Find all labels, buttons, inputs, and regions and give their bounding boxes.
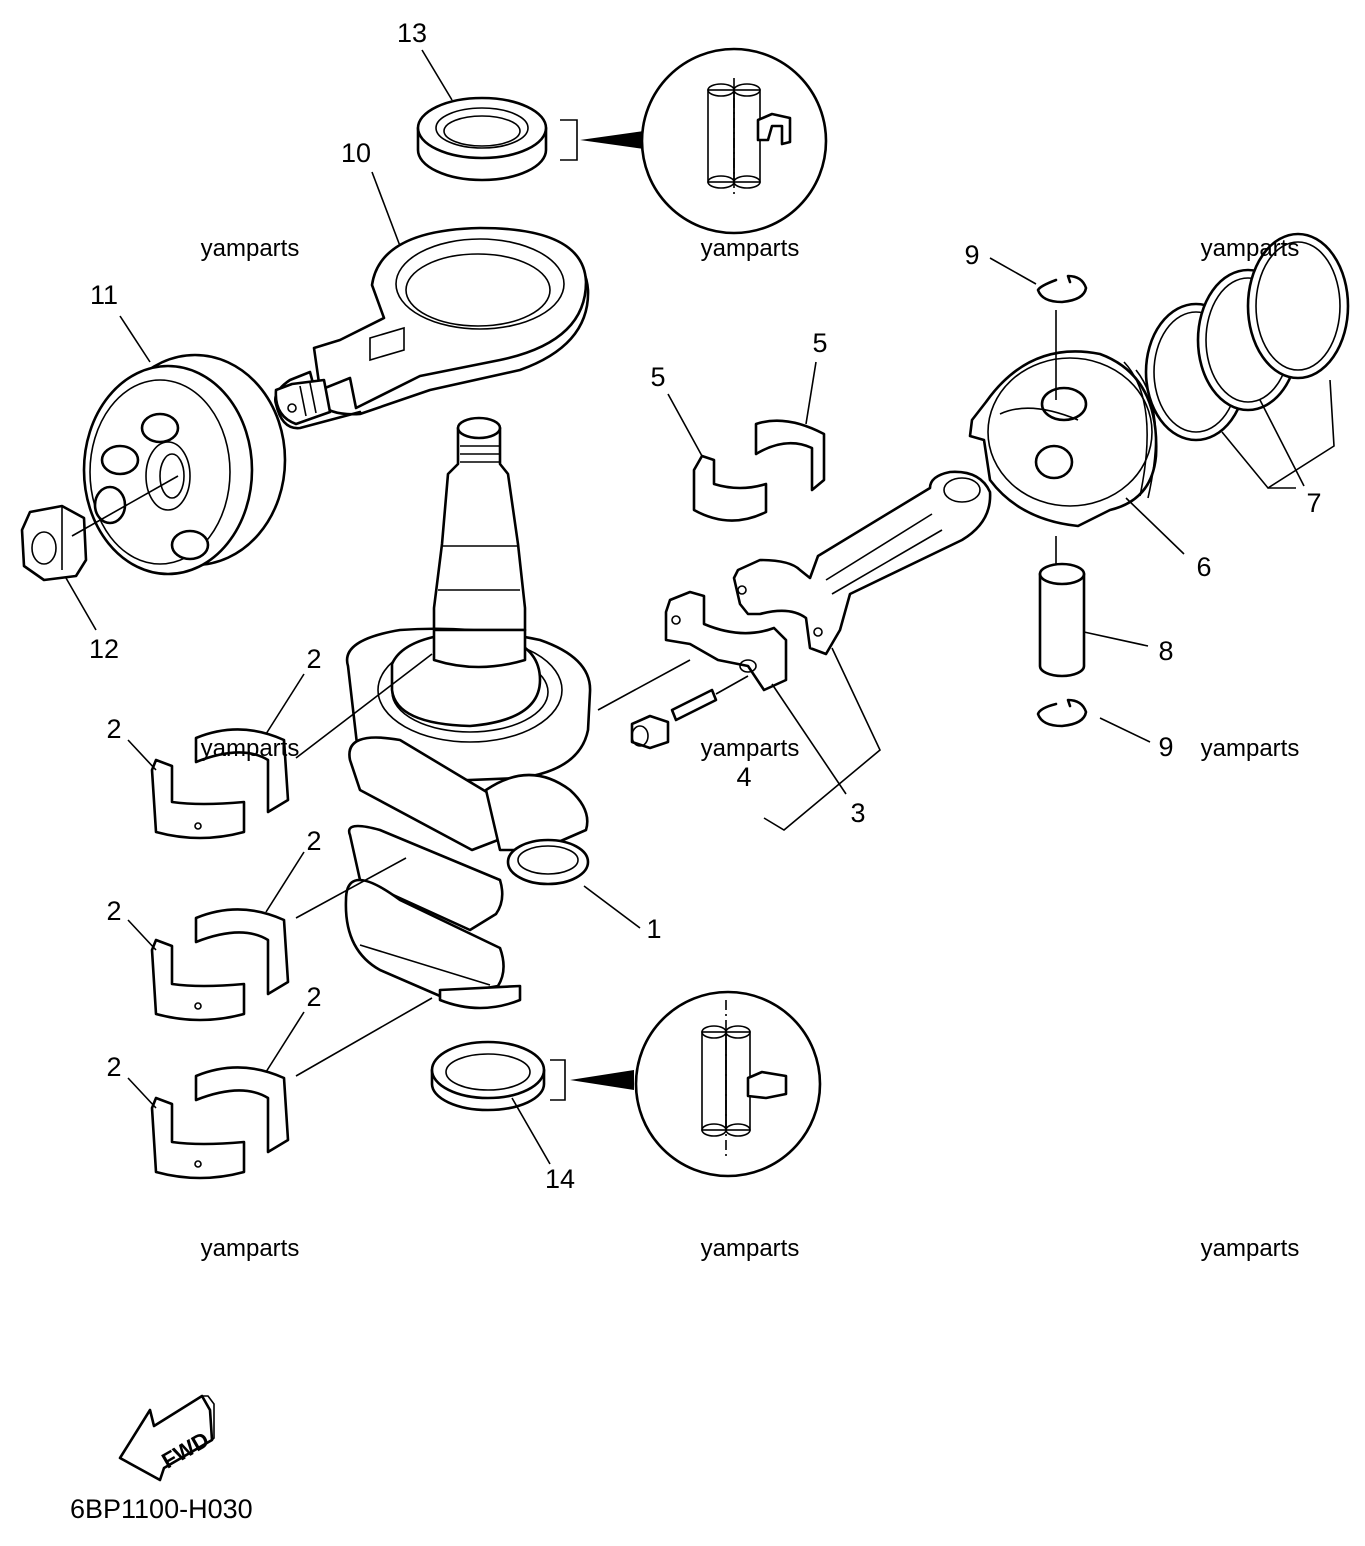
rod-bolt[interactable] bbox=[630, 688, 718, 750]
callout-2-b: 2 bbox=[106, 714, 121, 744]
pin-clip-lower[interactable] bbox=[1036, 698, 1088, 728]
upper-oil-seal[interactable] bbox=[416, 96, 548, 182]
callout-7: 7 bbox=[1306, 488, 1321, 518]
flywheel-rotor[interactable] bbox=[274, 226, 590, 430]
watermark: yamparts bbox=[701, 1235, 800, 1262]
callout-labels: 13 10 11 12 9 9 5 5 7 6 8 4 3 1 2 2 2 2 … bbox=[89, 18, 1322, 1194]
callout-5-right: 5 bbox=[812, 328, 827, 358]
connecting-rod-cap[interactable] bbox=[664, 590, 788, 692]
main-bearing-set-upper[interactable] bbox=[150, 728, 290, 840]
callout-12: 12 bbox=[89, 634, 119, 664]
piston[interactable] bbox=[968, 350, 1158, 528]
callout-4: 4 bbox=[736, 762, 751, 792]
callout-10: 10 bbox=[341, 138, 371, 168]
callout-5-left: 5 bbox=[650, 362, 665, 392]
callout-11: 11 bbox=[90, 280, 118, 310]
callout-8: 8 bbox=[1158, 636, 1173, 666]
drawing-code: 6BP1100-H030 bbox=[70, 1494, 253, 1524]
callout-1: 1 bbox=[646, 914, 661, 944]
leader-lines bbox=[65, 49, 1335, 1165]
callout-9-lower: 9 bbox=[1158, 732, 1173, 762]
watermark: yamparts bbox=[1201, 735, 1300, 762]
forward-arrow-icon: FWD bbox=[118, 1394, 215, 1482]
flywheel-magnet[interactable] bbox=[82, 353, 287, 576]
callout-13: 13 bbox=[397, 18, 427, 48]
callout-6: 6 bbox=[1196, 552, 1211, 582]
callout-2-d: 2 bbox=[106, 896, 121, 926]
piston-pin[interactable] bbox=[1038, 562, 1086, 678]
watermark: yamparts bbox=[701, 235, 800, 262]
callout-2-c: 2 bbox=[306, 826, 321, 856]
main-bearing-set-lower[interactable] bbox=[150, 1066, 290, 1180]
lower-oil-seal[interactable] bbox=[430, 1040, 546, 1112]
watermarks: yamparts yamparts yamparts yamparts yamp… bbox=[201, 235, 1300, 1262]
seal-orientation-detail-upper bbox=[640, 47, 828, 235]
watermark: yamparts bbox=[1201, 1235, 1300, 1262]
rod-bearing-upper-half[interactable] bbox=[754, 419, 826, 492]
pin-clip-upper[interactable] bbox=[1036, 274, 1088, 304]
callout-2-f: 2 bbox=[106, 1052, 121, 1082]
watermark: yamparts bbox=[201, 735, 300, 762]
watermark: yamparts bbox=[201, 1235, 300, 1262]
watermark: yamparts bbox=[1201, 235, 1300, 262]
callout-3: 3 bbox=[850, 798, 865, 828]
callout-2-a: 2 bbox=[306, 644, 321, 674]
callout-9-upper: 9 bbox=[964, 240, 979, 270]
watermark: yamparts bbox=[701, 735, 800, 762]
callout-2-e: 2 bbox=[306, 982, 321, 1012]
crankshaft[interactable] bbox=[344, 416, 592, 1010]
watermark: yamparts bbox=[201, 235, 300, 262]
seal-orientation-detail-lower bbox=[634, 990, 822, 1178]
nut[interactable] bbox=[20, 504, 88, 582]
main-bearing-set-middle[interactable] bbox=[150, 908, 290, 1022]
callout-14: 14 bbox=[545, 1164, 575, 1194]
connecting-rod[interactable] bbox=[732, 470, 992, 656]
rod-bearing-lower-half[interactable] bbox=[692, 454, 768, 522]
piston-ring-rear[interactable] bbox=[1246, 232, 1350, 380]
